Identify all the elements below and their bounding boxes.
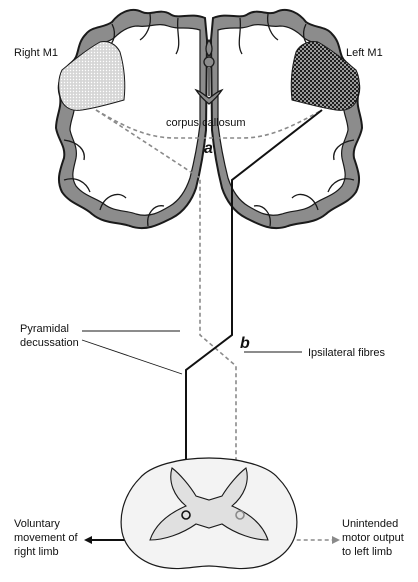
- marker-b: b: [240, 335, 250, 352]
- voluntary-label-2: movement of: [14, 532, 79, 544]
- pyramidal-decussation-label-2: decussation: [20, 337, 79, 349]
- ipsilateral-fibres-label: Ipsilateral fibres: [308, 347, 386, 359]
- voluntary-label-1: Voluntary: [14, 518, 60, 530]
- unintended-label-3: to left limb: [342, 546, 392, 558]
- pyramidal-decussation-label-1: Pyramidal: [20, 323, 69, 335]
- left-m1-label: Left M1: [346, 47, 383, 59]
- leader-lines: [82, 331, 302, 374]
- unintended-label-2: motor output: [342, 532, 404, 544]
- unintended-label-1: Unintended: [342, 518, 398, 530]
- right-m1-region: [59, 41, 125, 110]
- spinal-cord-section: [121, 458, 297, 569]
- right-m1-label: Right M1: [14, 47, 58, 59]
- corpus-callosum-label: corpus callosum: [166, 117, 245, 129]
- marker-a: a: [204, 140, 213, 157]
- voluntary-label-3: right limb: [14, 546, 59, 558]
